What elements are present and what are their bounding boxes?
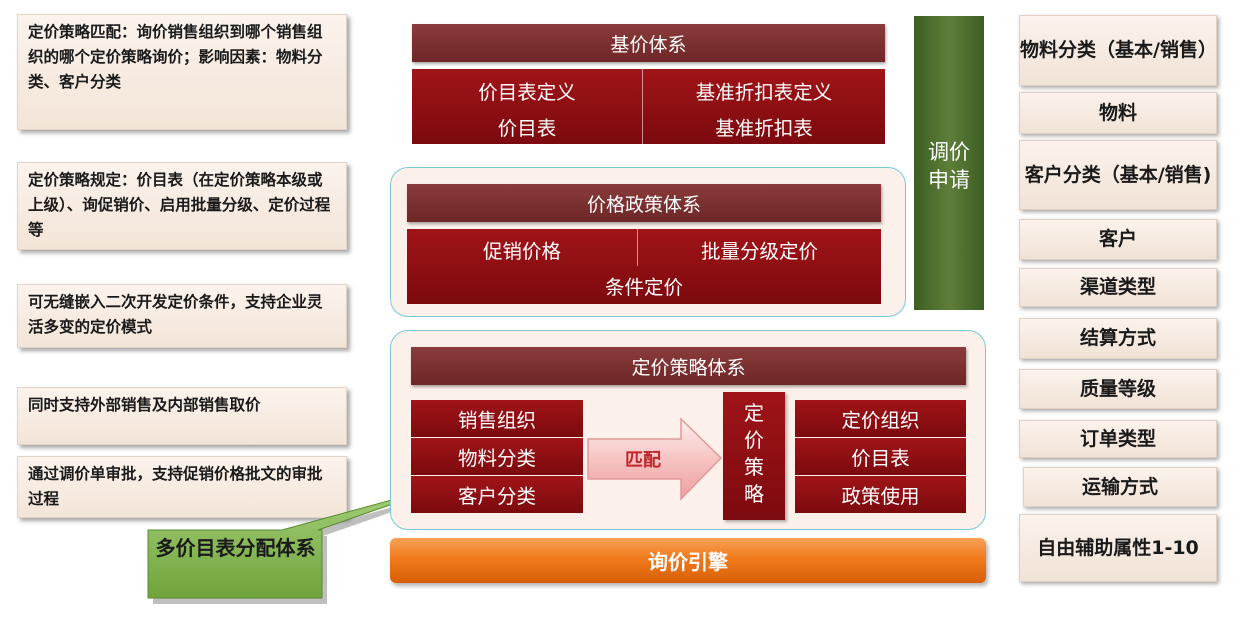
match-arrow-label: 匹配 — [625, 450, 661, 471]
base-divider — [642, 69, 643, 144]
cell-conditional-pricing: 条件定价 — [604, 275, 683, 299]
cell-promo-price: 促销价格 — [482, 239, 561, 263]
cell-material-class: 物料分类 — [411, 438, 583, 475]
cell-sales-org: 销售组织 — [411, 400, 583, 437]
item-settlement-method: 结算方式 — [1019, 318, 1217, 359]
cell-pricing-strategy: 定价策略 — [723, 392, 785, 520]
item-free-attributes: 自由辅助属性1-10 — [1019, 514, 1217, 582]
item-material: 物料 — [1019, 92, 1217, 134]
item-customer: 客户 — [1019, 219, 1217, 260]
cell-pricing-org: 定价组织 — [795, 400, 966, 437]
item-transport-method: 运输方式 — [1023, 467, 1217, 507]
item-channel-type: 渠道类型 — [1019, 268, 1217, 307]
note-approval: 通过调价单审批，支持促销价格批文的审批过程 — [17, 456, 347, 518]
cell-strategy-price-list: 价目表 — [795, 438, 966, 475]
note-strategy-rules: 定价策略规定：价目表（在定价策略本级或上级）、询促销价、启用批量分级、定价过程等 — [17, 162, 347, 250]
item-material-class: 物料分类（基本/销售） — [1019, 15, 1217, 86]
item-order-type: 订单类型 — [1019, 420, 1217, 458]
policy-divider — [637, 229, 638, 266]
item-quality-grade: 质量等级 — [1019, 369, 1217, 409]
item-customer-class: 客户分类（基本/销售) — [1019, 140, 1217, 210]
note-internal-external: 同时支持外部销售及内部销售取价 — [17, 387, 347, 445]
base-header: 基价体系 — [412, 24, 885, 62]
price-inquiry-engine: 询价引擎 — [390, 538, 986, 583]
note-strategy-match: 定价策略匹配：询价销售组织到哪个销售组织的哪个定价策略询价；影响因素：物料分类、… — [17, 14, 347, 130]
cell-tiered-pricing: 批量分级定价 — [700, 239, 818, 263]
match-arrow — [587, 417, 723, 501]
strategy-header: 定价策略体系 — [411, 347, 966, 385]
cell-customer-class: 客户分类 — [411, 476, 583, 513]
callout-shape — [147, 483, 455, 604]
cell-discount-table-def: 基准折扣表定义 — [695, 80, 833, 104]
callout-text: 多价目表分配体系 — [155, 536, 316, 560]
policy-header: 价格政策体系 — [407, 184, 881, 222]
note-custom-conditions: 可无缝嵌入二次开发定价条件，支持企业灵活多变的定价模式 — [17, 284, 347, 348]
base-body: 价目表定义 基准折扣表定义 价目表 基准折扣表 — [412, 69, 885, 144]
cell-policy-usage: 政策使用 — [795, 476, 966, 513]
cell-price-list-def: 价目表定义 — [478, 80, 576, 104]
cell-price-list: 价目表 — [497, 116, 557, 140]
policy-body: 促销价格 批量分级定价 条件定价 — [407, 229, 881, 304]
price-adjustment-bar: 调价申请 — [914, 16, 984, 310]
cell-discount-table: 基准折扣表 — [715, 116, 813, 140]
